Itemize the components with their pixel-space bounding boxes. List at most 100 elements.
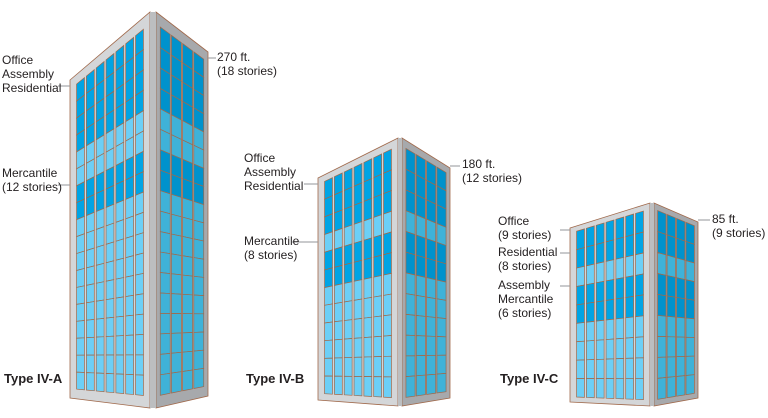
window xyxy=(595,300,605,322)
height-value: 85 ft. xyxy=(712,212,739,226)
window xyxy=(373,193,382,218)
window xyxy=(353,162,363,187)
window xyxy=(125,294,134,317)
window xyxy=(576,359,585,379)
window xyxy=(436,336,447,356)
window xyxy=(383,210,392,235)
window xyxy=(426,296,437,318)
window xyxy=(625,275,634,298)
window xyxy=(86,319,95,339)
window xyxy=(193,257,205,278)
window xyxy=(182,313,193,334)
window xyxy=(353,279,363,301)
window xyxy=(159,169,171,195)
window xyxy=(86,354,95,374)
window xyxy=(171,233,182,256)
window xyxy=(353,337,363,358)
window xyxy=(324,195,333,218)
window xyxy=(125,235,134,259)
window xyxy=(615,216,625,240)
window xyxy=(95,189,105,213)
window xyxy=(625,378,634,400)
window xyxy=(635,252,644,276)
window xyxy=(159,372,171,396)
window xyxy=(363,336,373,358)
label-a-office-assembly-residential: Office Assembly Residential xyxy=(2,53,61,95)
window xyxy=(405,189,416,215)
window xyxy=(95,354,105,374)
window xyxy=(86,229,95,251)
window xyxy=(135,354,144,376)
window xyxy=(171,213,182,237)
window xyxy=(334,283,343,305)
window xyxy=(363,197,373,222)
window xyxy=(182,216,193,240)
height-value: 180 ft. xyxy=(462,157,496,171)
label-line: (6 stories) xyxy=(498,306,552,320)
window xyxy=(343,357,353,377)
window xyxy=(426,354,437,376)
window xyxy=(615,297,625,320)
window xyxy=(676,237,686,261)
window xyxy=(193,294,205,315)
window xyxy=(605,259,615,282)
window xyxy=(125,175,134,200)
window xyxy=(657,231,667,256)
window xyxy=(76,337,85,356)
window xyxy=(576,247,585,269)
window xyxy=(324,249,333,271)
window xyxy=(383,314,392,337)
window xyxy=(193,349,205,371)
window xyxy=(363,217,373,241)
window xyxy=(426,238,437,262)
label-a-mercantile: Mercantile (12 stories) xyxy=(2,166,62,194)
window xyxy=(383,169,392,195)
window xyxy=(666,295,676,318)
window xyxy=(95,207,105,230)
window xyxy=(436,354,447,375)
window xyxy=(605,318,615,340)
window xyxy=(135,191,144,216)
window xyxy=(383,252,392,276)
window xyxy=(334,320,343,341)
window xyxy=(135,334,144,356)
window xyxy=(605,219,615,243)
window xyxy=(657,252,667,276)
window xyxy=(86,372,95,392)
window xyxy=(159,272,171,294)
window xyxy=(182,274,193,296)
window xyxy=(405,272,416,296)
window xyxy=(436,373,447,394)
window xyxy=(586,359,595,379)
window xyxy=(586,320,595,342)
window xyxy=(343,281,353,303)
window xyxy=(334,301,343,323)
label-line: Office xyxy=(498,214,530,228)
window xyxy=(76,371,85,391)
window xyxy=(135,211,144,236)
window xyxy=(343,338,353,359)
window xyxy=(135,374,144,396)
window xyxy=(171,193,182,218)
window xyxy=(125,215,134,239)
window xyxy=(586,263,595,286)
window xyxy=(685,221,695,245)
window xyxy=(76,302,85,322)
type-label-c: Type IV-C xyxy=(500,371,559,386)
window xyxy=(182,255,193,277)
window xyxy=(405,293,416,316)
window xyxy=(383,355,392,378)
window xyxy=(353,318,363,339)
window xyxy=(125,255,134,278)
window xyxy=(635,357,644,380)
window xyxy=(105,316,115,337)
window xyxy=(625,337,634,359)
window xyxy=(685,374,695,396)
window xyxy=(373,234,382,258)
label-line: Residential xyxy=(498,245,558,259)
window xyxy=(353,376,363,397)
window xyxy=(363,376,373,397)
window xyxy=(95,336,105,356)
window xyxy=(135,272,144,296)
label-line: (8 stories) xyxy=(244,248,298,262)
